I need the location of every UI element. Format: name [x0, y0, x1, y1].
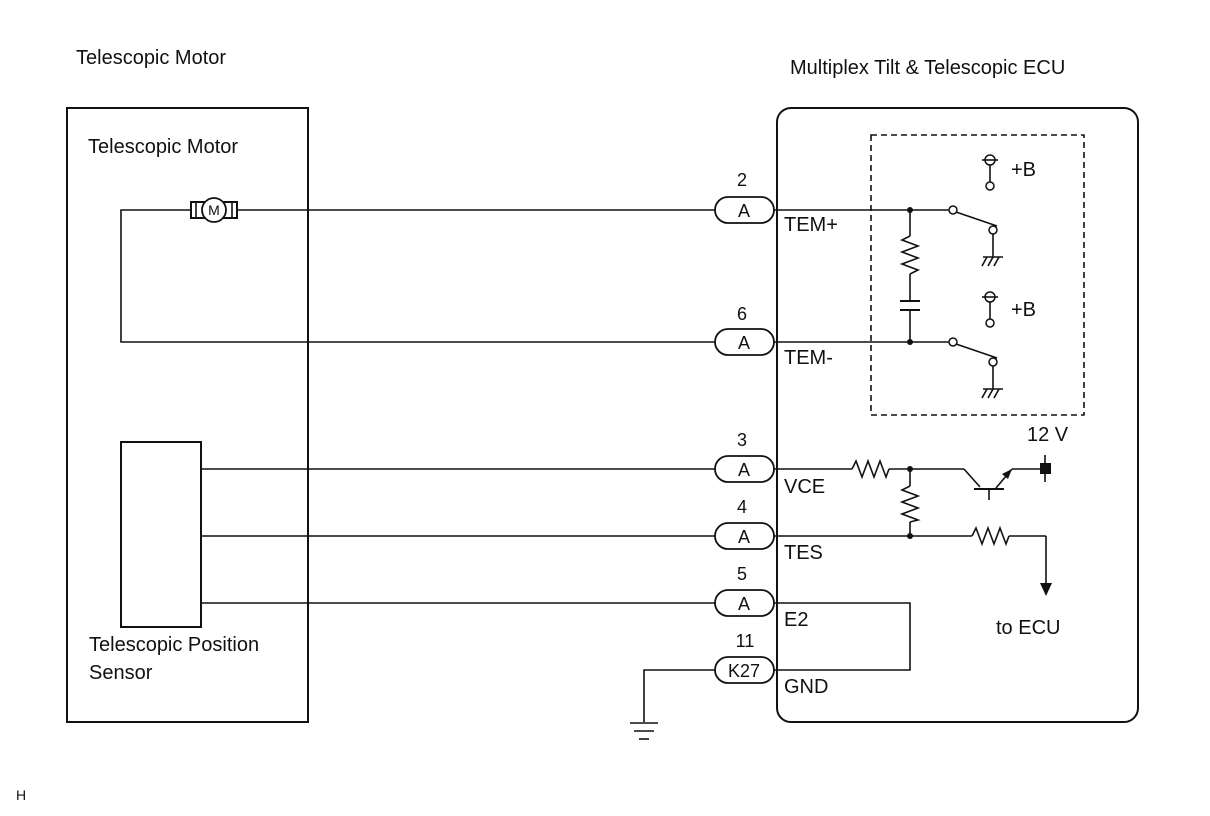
pin-number: 6: [737, 304, 747, 324]
right-component-title: Multiplex Tilt & Telescopic ECU: [790, 57, 1065, 79]
connector-pin-11: 11 K27 GND: [714, 631, 828, 698]
supply-label-lower: +B: [1011, 299, 1036, 321]
pin-number: 3: [737, 430, 747, 450]
signal-label: TEM-: [784, 347, 833, 369]
ground-wire: [643, 669, 715, 722]
motor-symbol-text: M: [208, 202, 220, 218]
position-sensor-box: [120, 441, 202, 628]
pin-number: 11: [736, 631, 755, 651]
connector-pin-6: 6 A TEM-: [714, 304, 833, 369]
motor-wire-loop: [120, 209, 715, 343]
connector-pin-3: 3 A VCE: [714, 430, 825, 498]
ground-icon: [630, 722, 658, 740]
chassis-ground-icon: [981, 256, 1003, 267]
chassis-ground-icon: [981, 388, 1003, 399]
tes-output-circuit: [774, 525, 1052, 596]
connector-code: A: [738, 333, 750, 353]
connector-code: K27: [728, 661, 760, 681]
ecu-box: [776, 107, 1139, 723]
arrow-down-icon: [1040, 583, 1052, 596]
sensor-label-line1: Telescopic Position: [89, 634, 259, 656]
pin-number: 2: [737, 170, 747, 190]
motor-driver-block: [870, 134, 1085, 416]
supply-icon-upper: [982, 154, 998, 191]
relay-switch-lower: +B: [948, 291, 1036, 399]
supply-icon-lower: [982, 291, 998, 328]
connector-code: A: [738, 460, 750, 480]
signal-label: E2: [784, 609, 808, 631]
pin-number: 4: [737, 497, 747, 517]
connector-pin-5: 5 A E2: [714, 564, 808, 631]
voltage-label: 12 V: [1027, 424, 1069, 446]
snubber-network: [899, 207, 921, 345]
e2-gnd-loop: [774, 602, 911, 671]
vce-supply-circuit: [774, 455, 1051, 536]
connector-code: A: [738, 594, 750, 614]
pin-number: 5: [737, 564, 747, 584]
connector-code: A: [738, 527, 750, 547]
footer-code: H: [16, 787, 26, 803]
motor-component-box: [66, 107, 309, 723]
connector-code: A: [738, 201, 750, 221]
motor-icon: M: [190, 197, 238, 223]
relay-switch-upper: +B: [948, 154, 1036, 267]
signal-label: TES: [784, 542, 823, 564]
signal-label: GND: [784, 676, 828, 698]
signal-label: VCE: [784, 476, 825, 498]
signal-label: TEM+: [784, 214, 838, 236]
left-component-title: Telescopic Motor: [76, 47, 226, 69]
motor-label: Telescopic Motor: [88, 136, 238, 158]
to-ecu-label: to ECU: [996, 617, 1060, 639]
supply-label-upper: +B: [1011, 159, 1036, 181]
connector-pin-2: 2 A TEM+: [714, 170, 838, 236]
sensor-label-line2: Sensor: [89, 662, 153, 684]
connector-pin-4: 4 A TES: [714, 497, 823, 564]
